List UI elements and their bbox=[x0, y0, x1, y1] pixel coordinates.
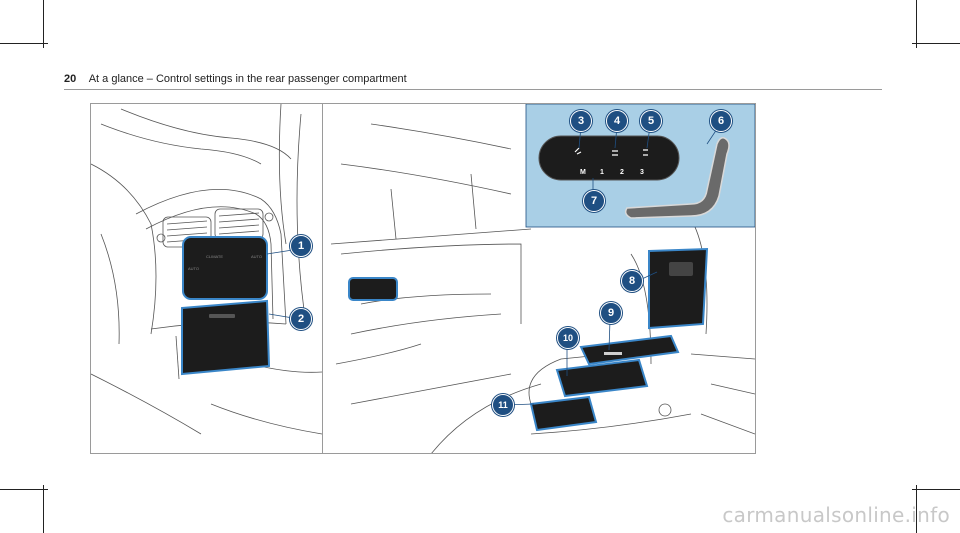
callout-11: 11 bbox=[492, 394, 514, 416]
illustration-drawing: CLIMATE AUTO AUTO M 1 2 3 bbox=[91, 104, 755, 453]
svg-text:AUTO: AUTO bbox=[188, 266, 199, 271]
callout-10: 10 bbox=[557, 327, 579, 349]
panel-divider bbox=[322, 104, 323, 453]
crop-mark bbox=[43, 0, 44, 48]
header-rule bbox=[64, 89, 882, 90]
callout-4: 4 bbox=[606, 110, 628, 132]
callout-6: 6 bbox=[710, 110, 732, 132]
crop-mark bbox=[916, 0, 917, 48]
illustration: CLIMATE AUTO AUTO M 1 2 3 bbox=[90, 103, 756, 454]
callout-3: 3 bbox=[570, 110, 592, 132]
page-header: 20 At a glance – Control settings in the… bbox=[64, 73, 407, 85]
callout-7: 7 bbox=[583, 190, 605, 212]
page-number: 20 bbox=[64, 73, 77, 85]
callout-5: 5 bbox=[640, 110, 662, 132]
svg-text:AUTO: AUTO bbox=[251, 254, 262, 259]
crop-mark bbox=[0, 489, 48, 490]
callout-1: 1 bbox=[290, 235, 312, 257]
memory-button-label: M bbox=[580, 169, 586, 176]
svg-text:CLIMATE: CLIMATE bbox=[206, 254, 223, 259]
memory-1-button-label: 1 bbox=[600, 169, 604, 176]
crop-mark bbox=[916, 485, 917, 533]
memory-3-button-label: 3 bbox=[640, 169, 644, 176]
crop-mark bbox=[43, 485, 44, 533]
watermark: carmanualsonline.info bbox=[722, 503, 950, 527]
page-title: At a glance – Control settings in the re… bbox=[88, 73, 407, 85]
callout-8: 8 bbox=[621, 270, 643, 292]
crop-mark bbox=[0, 43, 48, 44]
callout-2: 2 bbox=[290, 308, 312, 330]
callout-9: 9 bbox=[600, 302, 622, 324]
crop-mark bbox=[912, 43, 960, 44]
crop-mark bbox=[912, 489, 960, 490]
memory-2-button-label: 2 bbox=[620, 169, 624, 176]
